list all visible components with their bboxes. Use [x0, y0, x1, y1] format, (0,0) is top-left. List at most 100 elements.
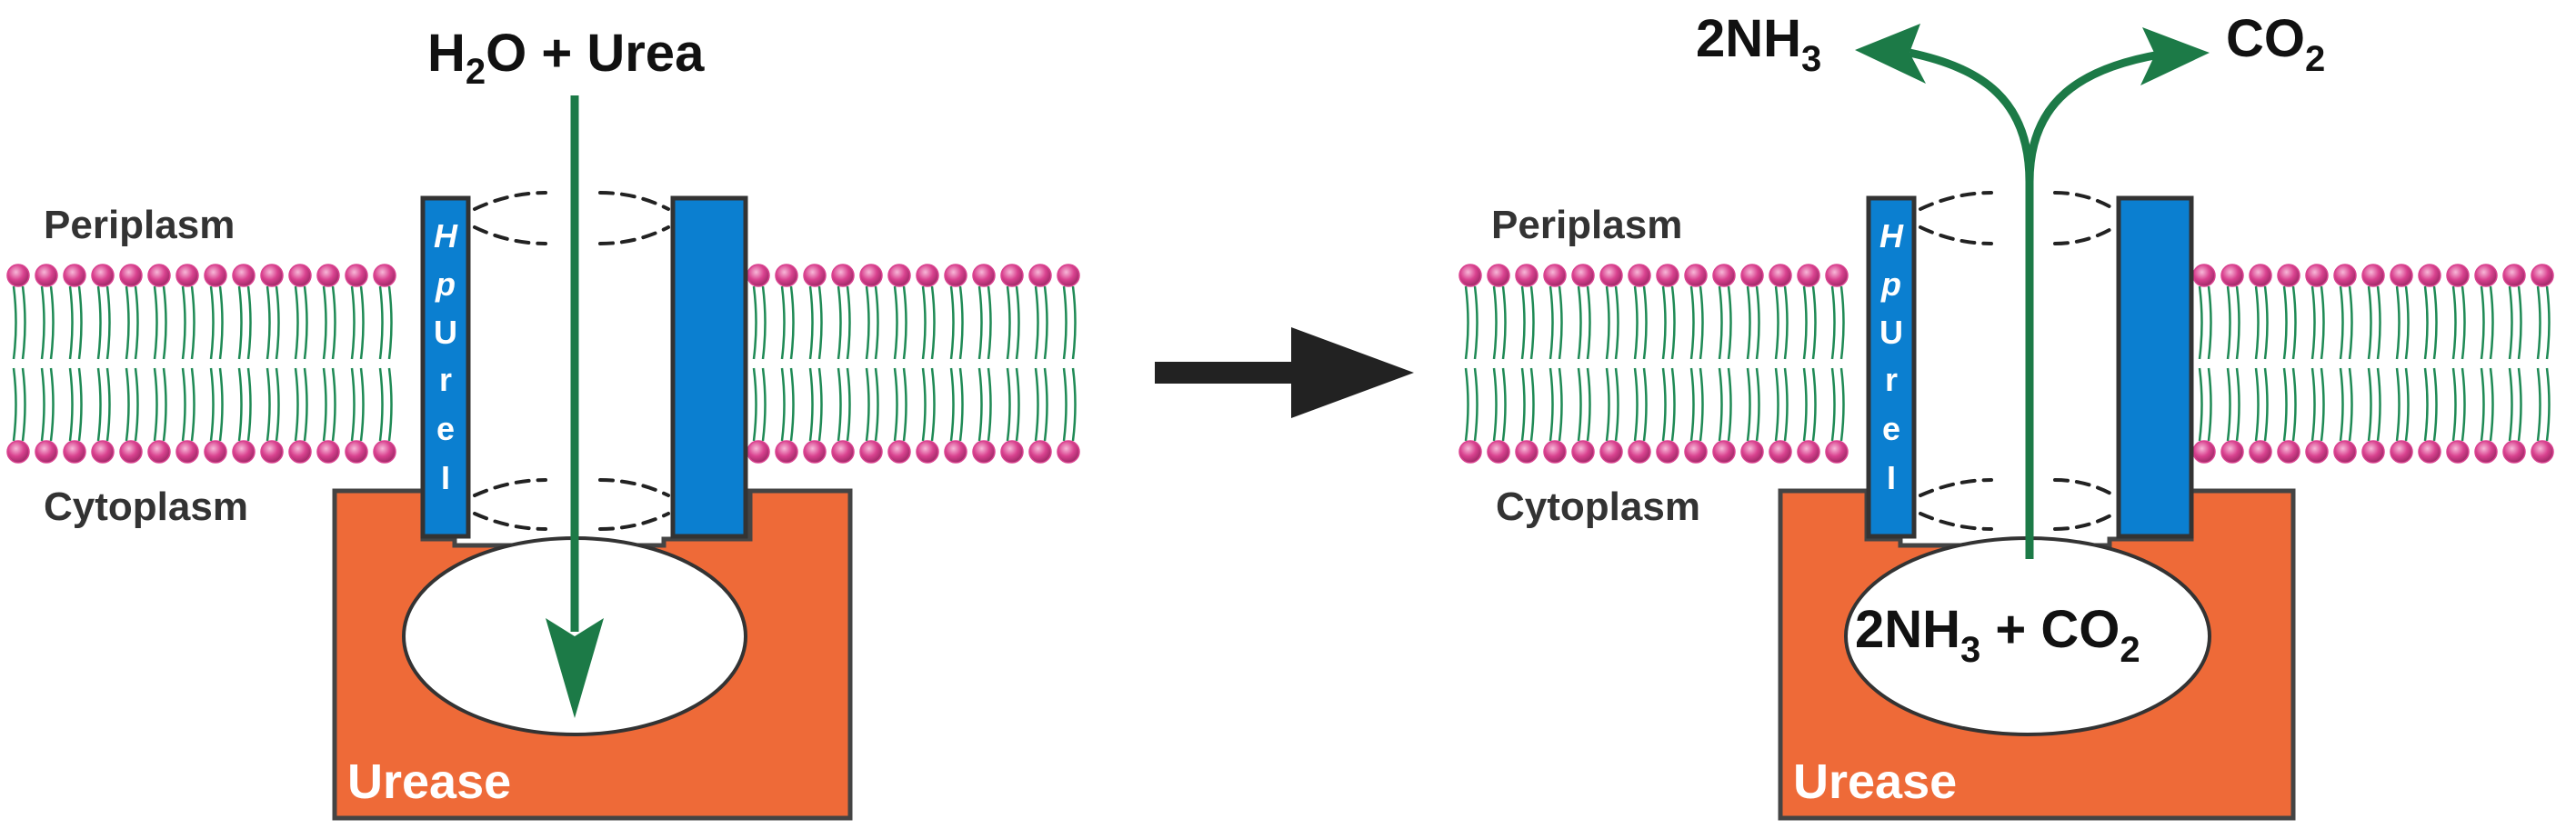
lipid-tail — [2235, 285, 2240, 360]
lipid-head — [204, 264, 227, 287]
lipid-tail — [387, 367, 393, 442]
lipid-tail — [1633, 367, 1639, 442]
lipid-tail — [1071, 367, 1077, 442]
lipid-tail — [874, 285, 879, 360]
lipid-head — [775, 264, 798, 287]
right-panel: H p U r e I Periplasm Cytoplasm Urease 2… — [1491, 9, 2325, 821]
lipid-tail — [275, 367, 280, 442]
hpurei-channel-right-column — [670, 195, 748, 539]
lipid-head — [316, 440, 340, 464]
lipid-tail — [1718, 285, 1723, 360]
lipid-tail — [378, 367, 384, 442]
lipid-head — [2249, 440, 2272, 464]
lipid-tail — [902, 367, 907, 442]
lipid-tail — [2536, 285, 2541, 360]
lipid-head — [1543, 264, 1567, 287]
lipid-head — [1487, 264, 1510, 287]
lipid-tail — [2367, 285, 2372, 360]
lipid-tail — [987, 285, 992, 360]
lipid-tail — [2536, 367, 2541, 442]
product-nh3-label: 2NH3 — [1696, 9, 1821, 79]
arrowhead-co2 — [2140, 27, 2210, 85]
lipid-tail — [817, 367, 823, 442]
lipid-tail — [1520, 285, 1526, 360]
protein-letter-u-left: U — [434, 314, 457, 351]
lipid-tail — [1614, 285, 1619, 360]
lipid-head — [1515, 264, 1539, 287]
lipid-head — [2474, 440, 2498, 464]
protein-letter-i-left: I — [441, 459, 450, 496]
lipid-tail — [2339, 285, 2344, 360]
lipid-head — [260, 440, 284, 464]
protein-letter-i-right: I — [1887, 459, 1896, 496]
lipid-head — [972, 264, 996, 287]
lipid-tail — [303, 285, 308, 360]
lipid-tail — [2545, 367, 2551, 442]
lipid-tail — [1043, 367, 1048, 442]
protein-letter-h-left: H — [434, 217, 458, 255]
lipid-tail — [1071, 285, 1077, 360]
lipid-head — [1515, 440, 1539, 464]
lipid-head — [147, 440, 171, 464]
lipid-tail — [2348, 367, 2353, 442]
lipid-tail — [2451, 285, 2457, 360]
lipid-tail — [2320, 367, 2325, 442]
lipid-head — [1628, 264, 1651, 287]
lipid-tail — [49, 285, 55, 360]
lipid-tail — [2226, 285, 2231, 360]
lipid-tail — [12, 367, 17, 442]
lipid-head — [972, 440, 996, 464]
lipid-tail — [2235, 367, 2240, 442]
lipid-tail — [2395, 285, 2401, 360]
lipid-head — [1057, 440, 1080, 464]
lipid-tail — [331, 367, 336, 442]
lipid-tail — [1605, 367, 1610, 442]
lipid-head — [1684, 440, 1708, 464]
lipid-head — [859, 440, 883, 464]
lipid-head — [1740, 264, 1764, 287]
lipid-tail — [949, 367, 955, 442]
lipid-tail — [1661, 367, 1667, 442]
lipid-head — [147, 264, 171, 287]
lipid-tail — [837, 367, 842, 442]
lipid-head — [35, 440, 58, 464]
lipid-tail — [2432, 367, 2438, 442]
lipid-tail — [2508, 367, 2513, 442]
lipid-tail — [2282, 367, 2288, 442]
lipid-tail — [96, 367, 102, 442]
lipid-tail — [266, 367, 271, 442]
lipid-tail — [77, 367, 83, 442]
lipid-head — [1656, 440, 1679, 464]
lipid-head — [1797, 264, 1820, 287]
hpurei-channel-left-column — [420, 195, 471, 539]
lipid-tail — [2339, 367, 2344, 442]
periplasm-label-right: Periplasm — [1491, 203, 1682, 247]
lipid-head — [316, 264, 340, 287]
lipid-tail — [2404, 285, 2410, 360]
lipid-tail — [1755, 285, 1760, 360]
lipid-tail — [761, 285, 767, 360]
channel-gates-right — [1919, 191, 2116, 531]
lipid-tail — [761, 367, 767, 442]
lipid-head — [1599, 440, 1623, 464]
lipid-head — [2192, 264, 2216, 287]
lipid-tail — [1577, 285, 1582, 360]
lipid-tail — [902, 285, 907, 360]
lipid-tail — [2291, 367, 2297, 442]
lipid-tail — [322, 367, 327, 442]
lipid-tail — [1529, 367, 1535, 442]
lipid-tail — [105, 285, 111, 360]
lipid-head — [35, 264, 58, 287]
lipid-tail — [1501, 367, 1507, 442]
lipid-tail — [1006, 367, 1011, 442]
lipid-tail — [865, 285, 870, 360]
lipid-tail — [2226, 367, 2231, 442]
lipid-tail — [921, 367, 927, 442]
lipid-tail — [2545, 285, 2551, 360]
lipid-tail — [752, 367, 757, 442]
lipid-tail — [1473, 367, 1478, 442]
lipid-tail — [49, 367, 55, 442]
lipid-tail — [294, 367, 299, 442]
lipid-tail — [1811, 285, 1817, 360]
lipid-tail — [2310, 367, 2316, 442]
